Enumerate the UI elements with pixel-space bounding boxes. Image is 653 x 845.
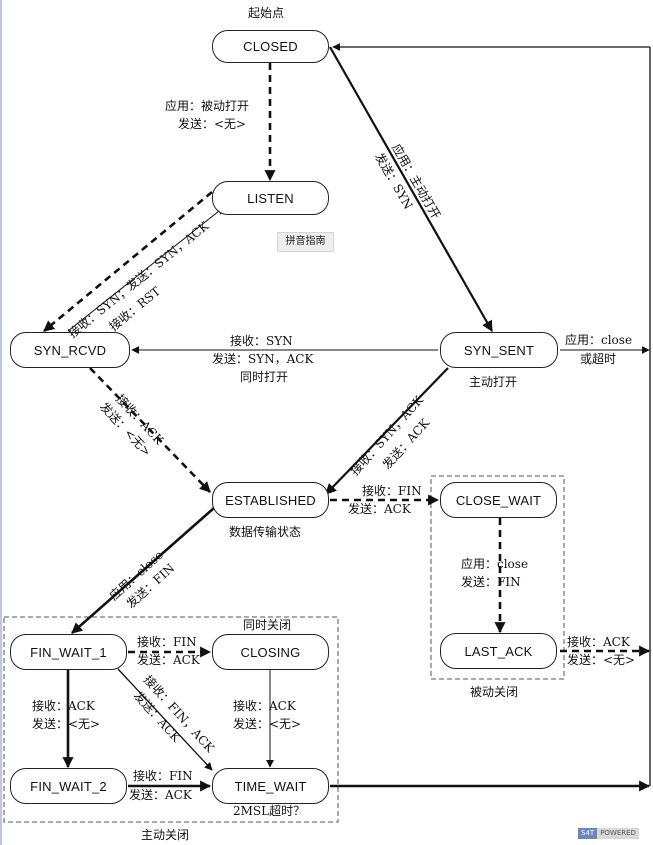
passive-close-group xyxy=(430,475,565,680)
state-time-wait: TIME_WAIT xyxy=(212,768,329,804)
label-closing-tw-recv: 接收：ACK xyxy=(233,699,296,713)
label-fw1-fw2-recv: 接收：ACK xyxy=(32,699,95,713)
state-fin-wait-2: FIN_WAIT_2 xyxy=(10,768,127,804)
label-close-wait-send: 发送：FIN xyxy=(461,575,521,589)
label-2msl-timeout: 2MSL超时？ xyxy=(233,804,306,818)
state-last-ack: LAST_ACK xyxy=(440,633,557,669)
label-closing-tw-send: 发送：<无> xyxy=(233,717,302,731)
label-active-open-caption: 主动打开 xyxy=(469,375,518,389)
state-syn-rcvd: SYN_RCVD xyxy=(10,332,130,368)
edge-listen-synrcvd xyxy=(43,190,213,333)
pinyin-guide-button[interactable]: 拼音指南 xyxy=(277,232,334,252)
label-data-transfer: 数据传输状态 xyxy=(229,525,302,539)
state-syn-sent: SYN_SENT xyxy=(440,332,558,368)
label-last-ack-recv: 接收：ACK xyxy=(567,635,630,649)
label-active-close: 主动关闭 xyxy=(141,828,190,842)
edge-finwait1-timewait xyxy=(117,668,213,771)
state-closed: CLOSED xyxy=(212,30,329,63)
edge-synsent-established xyxy=(325,367,449,495)
label-simul-recv: 接收：SYN xyxy=(230,334,293,348)
label-passive-close: 被动关闭 xyxy=(470,685,519,699)
page-left-border xyxy=(0,0,2,845)
label-passive-open-app: 应用：被动打开 xyxy=(165,99,250,113)
label-simul-send: 发送：SYN，ACK xyxy=(212,352,314,366)
powered-badge: S4T POWERED xyxy=(578,828,639,839)
state-fin-wait-1: FIN_WAIT_1 xyxy=(10,634,127,670)
badge-left: S4T xyxy=(578,828,598,839)
label-timeout-or: 或超时 xyxy=(580,352,617,366)
label-simul-close: 同时关闭 xyxy=(243,618,292,632)
label-fw2-tw-recv: 接收：FIN xyxy=(133,769,193,783)
label-est-fin-send: 发送：ACK xyxy=(348,502,411,516)
edge-established-finwait1 xyxy=(71,507,215,634)
edge-synrcvd-listen xyxy=(67,206,225,332)
label-passive-open-send: 发送：<无> xyxy=(178,117,247,131)
label-last-ack-send: 发送：<无> xyxy=(567,653,636,667)
label-est-fin-recv: 接收：FIN xyxy=(362,484,422,498)
edge-closed-synsent xyxy=(329,46,493,332)
start-point-label: 起始点 xyxy=(248,6,285,20)
state-listen: LISTEN xyxy=(212,181,329,215)
label-fw1-fw2-send: 发送：<无> xyxy=(32,717,101,731)
label-fw2-tw-send: 发送：ACK xyxy=(129,788,192,802)
label-timeout-app: 应用：close xyxy=(565,333,633,347)
active-close-group xyxy=(3,616,339,823)
label-close-wait-app: 应用：close xyxy=(461,557,529,571)
label-simul-open: 同时打开 xyxy=(240,370,289,384)
state-established: ESTABLISHED xyxy=(212,482,329,518)
label-fw1-closing-recv: 接收：FIN xyxy=(137,635,197,649)
label-fw1-closing-send: 发送：ACK xyxy=(137,653,200,667)
badge-right: POWERED xyxy=(597,828,639,839)
state-closing: CLOSING xyxy=(212,634,329,670)
state-close-wait: CLOSE_WAIT xyxy=(440,482,557,518)
edge-synrcvd-established xyxy=(89,367,211,493)
